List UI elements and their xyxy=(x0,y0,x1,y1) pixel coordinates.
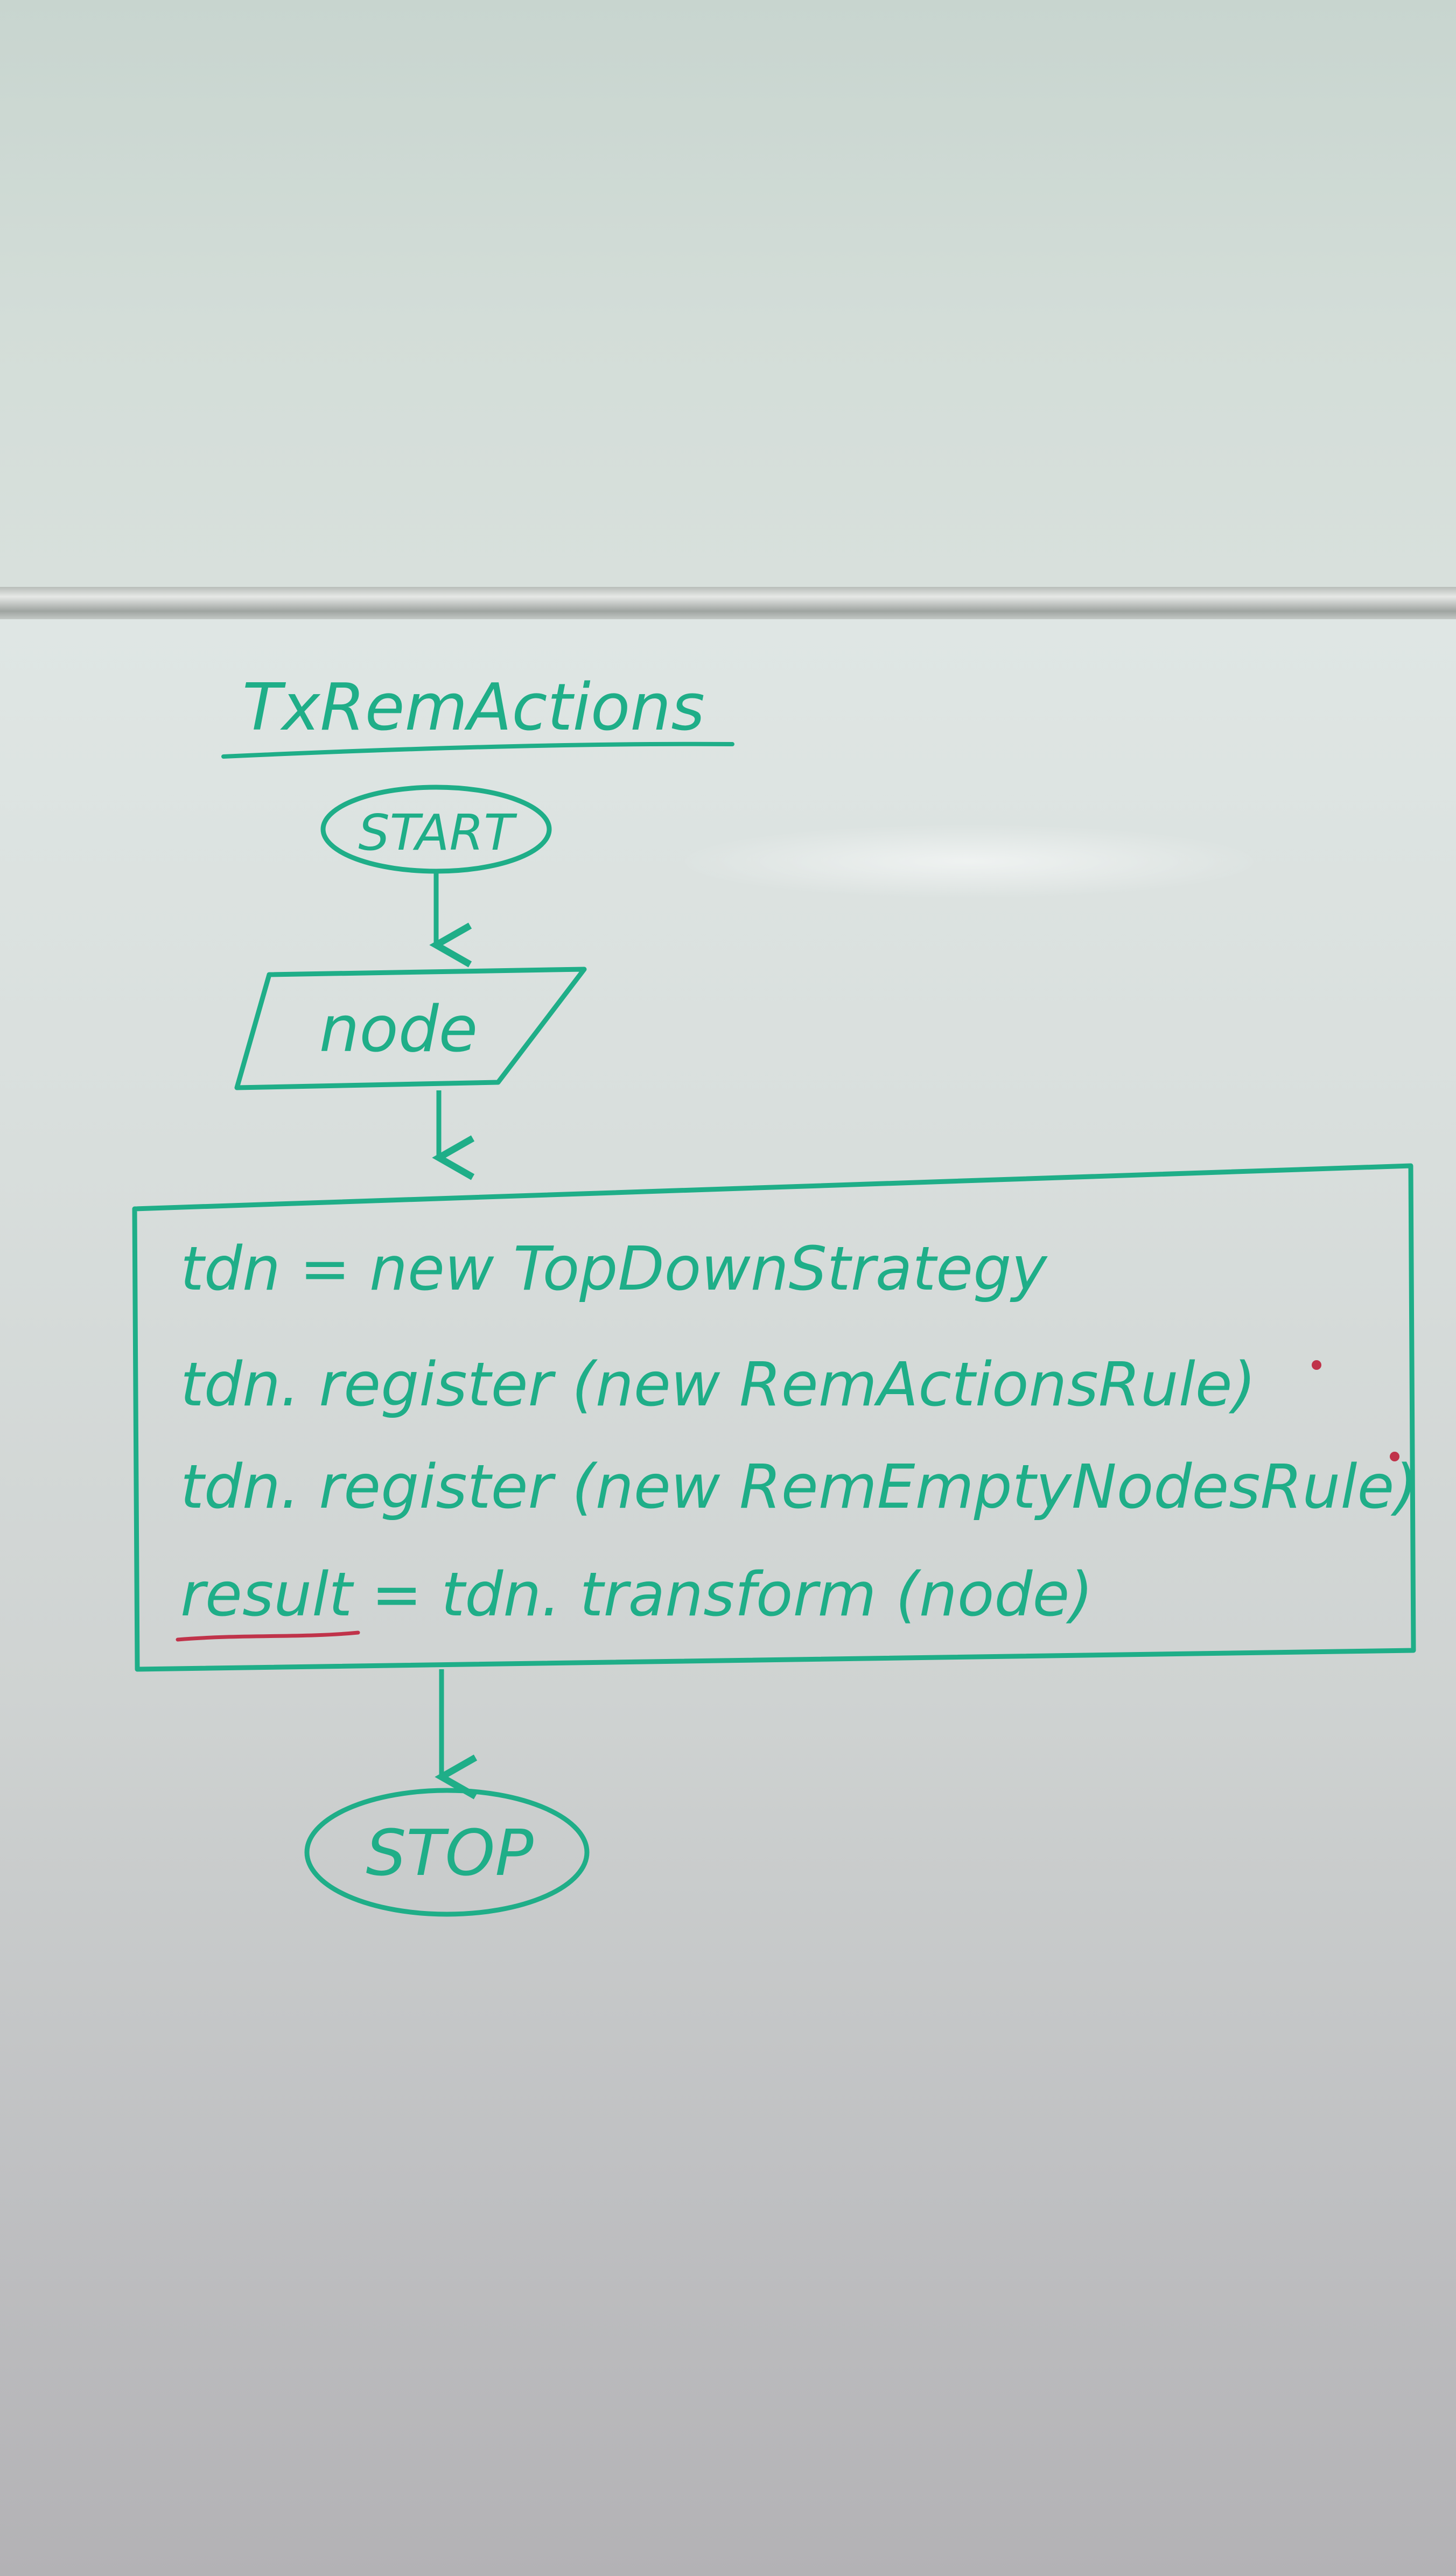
input-parallelogram xyxy=(234,967,587,1090)
process-line-2: tdn. register (new RemActionsRule) xyxy=(180,1350,1256,1420)
process-line-1: tdn = new TopDownStrategy xyxy=(180,1234,1048,1304)
whiteboard-surface xyxy=(0,619,1456,2576)
start-label: START xyxy=(358,804,517,862)
process-line-4: result = tdn. transform (node) xyxy=(180,1560,1093,1630)
start-terminal xyxy=(320,785,552,874)
red-dot-2 xyxy=(1390,1452,1399,1461)
stop-label: STOP xyxy=(366,1816,533,1890)
process-box xyxy=(132,1163,1416,1672)
wall xyxy=(0,0,1456,587)
process-line-3: tdn. register (new RemEmptyNodesRule) xyxy=(180,1452,1418,1522)
result-underline xyxy=(176,1630,360,1642)
stop-terminal xyxy=(304,1788,590,1917)
title-underline xyxy=(221,741,734,759)
flowchart-title: TxRemActions xyxy=(242,670,705,745)
red-dot-1 xyxy=(1312,1360,1321,1370)
input-label: node xyxy=(319,992,478,1066)
light-glare xyxy=(673,824,1265,899)
